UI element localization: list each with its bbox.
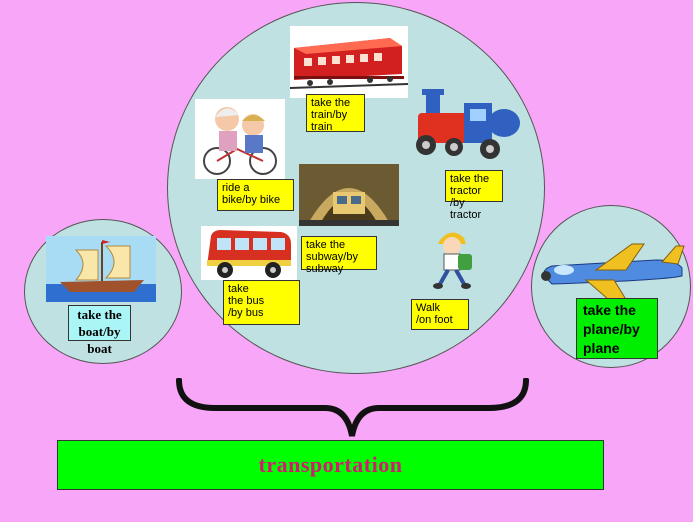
subway-icon bbox=[299, 164, 399, 226]
bus-icon bbox=[201, 226, 297, 280]
brace-icon bbox=[175, 377, 530, 440]
boat-label: take the boat/by boat bbox=[68, 305, 131, 356]
sailboat-icon bbox=[46, 236, 156, 302]
bus-label: take the bus /by bus bbox=[223, 280, 300, 325]
tractor-label: take the tractor /by tractor bbox=[445, 170, 503, 221]
bicycle-couple-icon bbox=[195, 99, 285, 179]
walk-label: Walk /on foot bbox=[411, 299, 469, 330]
subway-label: take the subway/by subway bbox=[301, 236, 377, 275]
walking-boy-icon bbox=[428, 226, 484, 290]
train-label: take the train/by train bbox=[306, 94, 365, 133]
transportation-banner: transportation bbox=[57, 440, 604, 490]
steam-tractor-icon bbox=[404, 85, 522, 165]
train-icon bbox=[289, 26, 409, 98]
bike-label: ride a bike/by bike bbox=[217, 179, 294, 211]
airplane-icon bbox=[536, 240, 686, 308]
plane-label: take the plane/by plane bbox=[576, 298, 658, 359]
banner-title: transportation bbox=[258, 452, 403, 477]
